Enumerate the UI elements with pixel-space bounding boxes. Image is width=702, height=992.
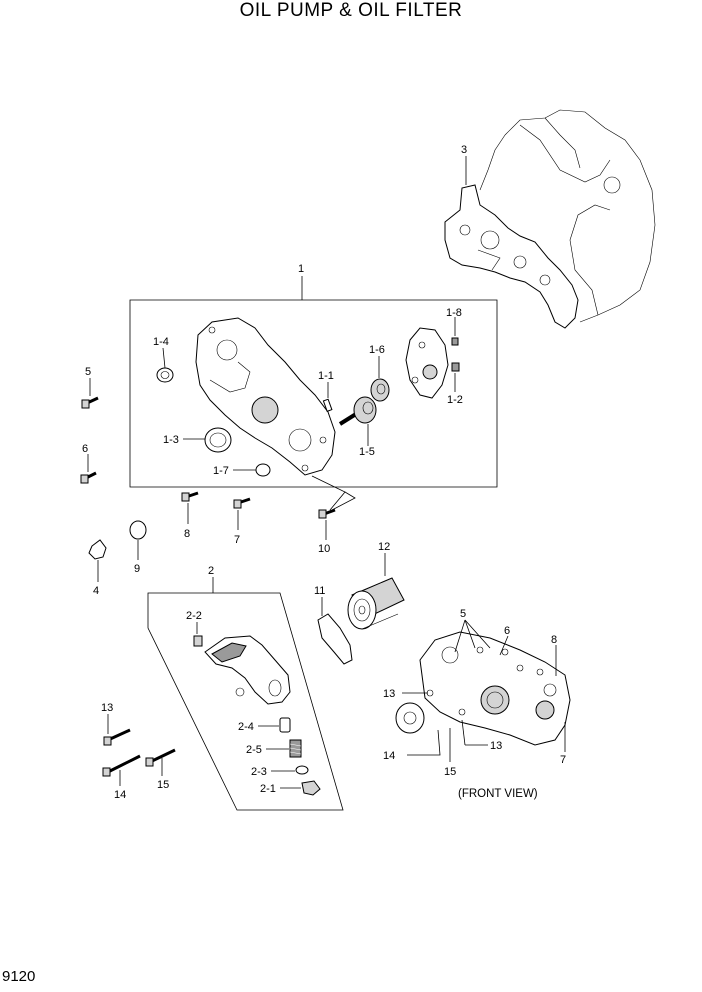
bolt-5-part[interactable]	[81, 396, 99, 409]
pump-cover-part[interactable]	[405, 327, 449, 399]
front-view-caption: (FRONT VIEW)	[458, 788, 538, 800]
callout-5: 5	[85, 366, 91, 378]
page-number: 9120	[2, 968, 36, 985]
engine-block-part[interactable]	[444, 109, 656, 329]
oil-pump-assembly-box	[129, 299, 498, 488]
oil-seal-1-3-part[interactable]	[204, 427, 232, 453]
page-title: OIL PUMP & OIL FILTER	[239, 0, 463, 21]
gasket-11-part[interactable]	[317, 613, 353, 665]
plug-2-2-part[interactable]	[193, 635, 203, 647]
front-view-callout-6: 6	[504, 625, 510, 637]
callout-1-4: 1-4	[153, 336, 169, 348]
callout-2-2: 2-2	[186, 610, 202, 622]
screw-1-2-part[interactable]	[451, 362, 460, 372]
callout-2: 2	[208, 565, 214, 577]
bolt-13-part[interactable]	[103, 728, 131, 746]
ring-1-7-part[interactable]	[255, 463, 271, 477]
bolt-10-part[interactable]	[318, 508, 336, 519]
callout-1-1: 1-1	[318, 370, 334, 382]
callout-9: 9	[134, 563, 140, 575]
callout-2-3: 2-3	[251, 766, 267, 778]
relief-valve-assembly-box	[147, 592, 344, 811]
front-view-callout-8: 8	[551, 634, 557, 646]
seal-1-4-part[interactable]	[156, 367, 174, 383]
front-view-callout-15: 15	[444, 766, 456, 778]
callout-2-5: 2-5	[246, 744, 262, 756]
front-view-callout-13b: 13	[490, 740, 502, 752]
callout-4: 4	[93, 585, 99, 597]
bolt-15-part[interactable]	[145, 748, 176, 767]
callout-1-6: 1-6	[369, 344, 385, 356]
pin-1-1-part[interactable]	[322, 398, 333, 412]
callout-1-3: 1-3	[163, 434, 179, 446]
callout-1-8: 1-8	[446, 307, 462, 319]
bolt-7-part[interactable]	[233, 497, 251, 509]
bolt-8-part[interactable]	[181, 491, 199, 502]
bolt-6-part[interactable]	[80, 471, 97, 484]
callout-13: 13	[101, 702, 113, 714]
relief-valve-body-part[interactable]	[204, 635, 291, 705]
callout-8: 8	[184, 528, 190, 540]
callout-12: 12	[378, 541, 390, 553]
callout-1-5: 1-5	[359, 446, 375, 458]
callout-3: 3	[461, 144, 467, 156]
o-ring-9-part[interactable]	[129, 520, 147, 540]
callout-2-4: 2-4	[238, 721, 254, 733]
callout-1-2: 1-2	[447, 394, 463, 406]
bolt-14-part[interactable]	[102, 754, 141, 777]
callout-11: 11	[314, 585, 325, 597]
callout-6: 6	[82, 443, 88, 455]
callout-2-1: 2-1	[260, 783, 276, 795]
plug-2-1-part[interactable]	[301, 780, 321, 796]
front-view-callout-14: 14	[383, 750, 395, 762]
callout-7: 7	[234, 534, 240, 546]
callout-14: 14	[114, 789, 126, 801]
gear-shaft-1-5-part[interactable]	[338, 396, 377, 426]
plunger-2-4-part[interactable]	[279, 717, 291, 733]
front-view-callout-7: 7	[560, 754, 566, 766]
callout-1-7: 1-7	[213, 465, 229, 477]
callout-1: 1	[298, 263, 304, 275]
callout-15: 15	[157, 779, 169, 791]
front-view-assembly	[395, 631, 571, 746]
spring-2-5-part[interactable]	[289, 739, 302, 758]
oil-pump-housing-part[interactable]	[195, 317, 336, 476]
front-view-callout-13a: 13	[383, 688, 395, 700]
front-view-callout-5: 5	[460, 608, 466, 620]
washer-2-3-part[interactable]	[295, 765, 309, 775]
screw-1-8-part[interactable]	[451, 337, 459, 346]
gear-1-6-part[interactable]	[370, 378, 390, 402]
oil-filter-12-part[interactable]	[347, 577, 405, 630]
callout-10: 10	[318, 543, 330, 555]
cover-4-part[interactable]	[88, 539, 107, 560]
